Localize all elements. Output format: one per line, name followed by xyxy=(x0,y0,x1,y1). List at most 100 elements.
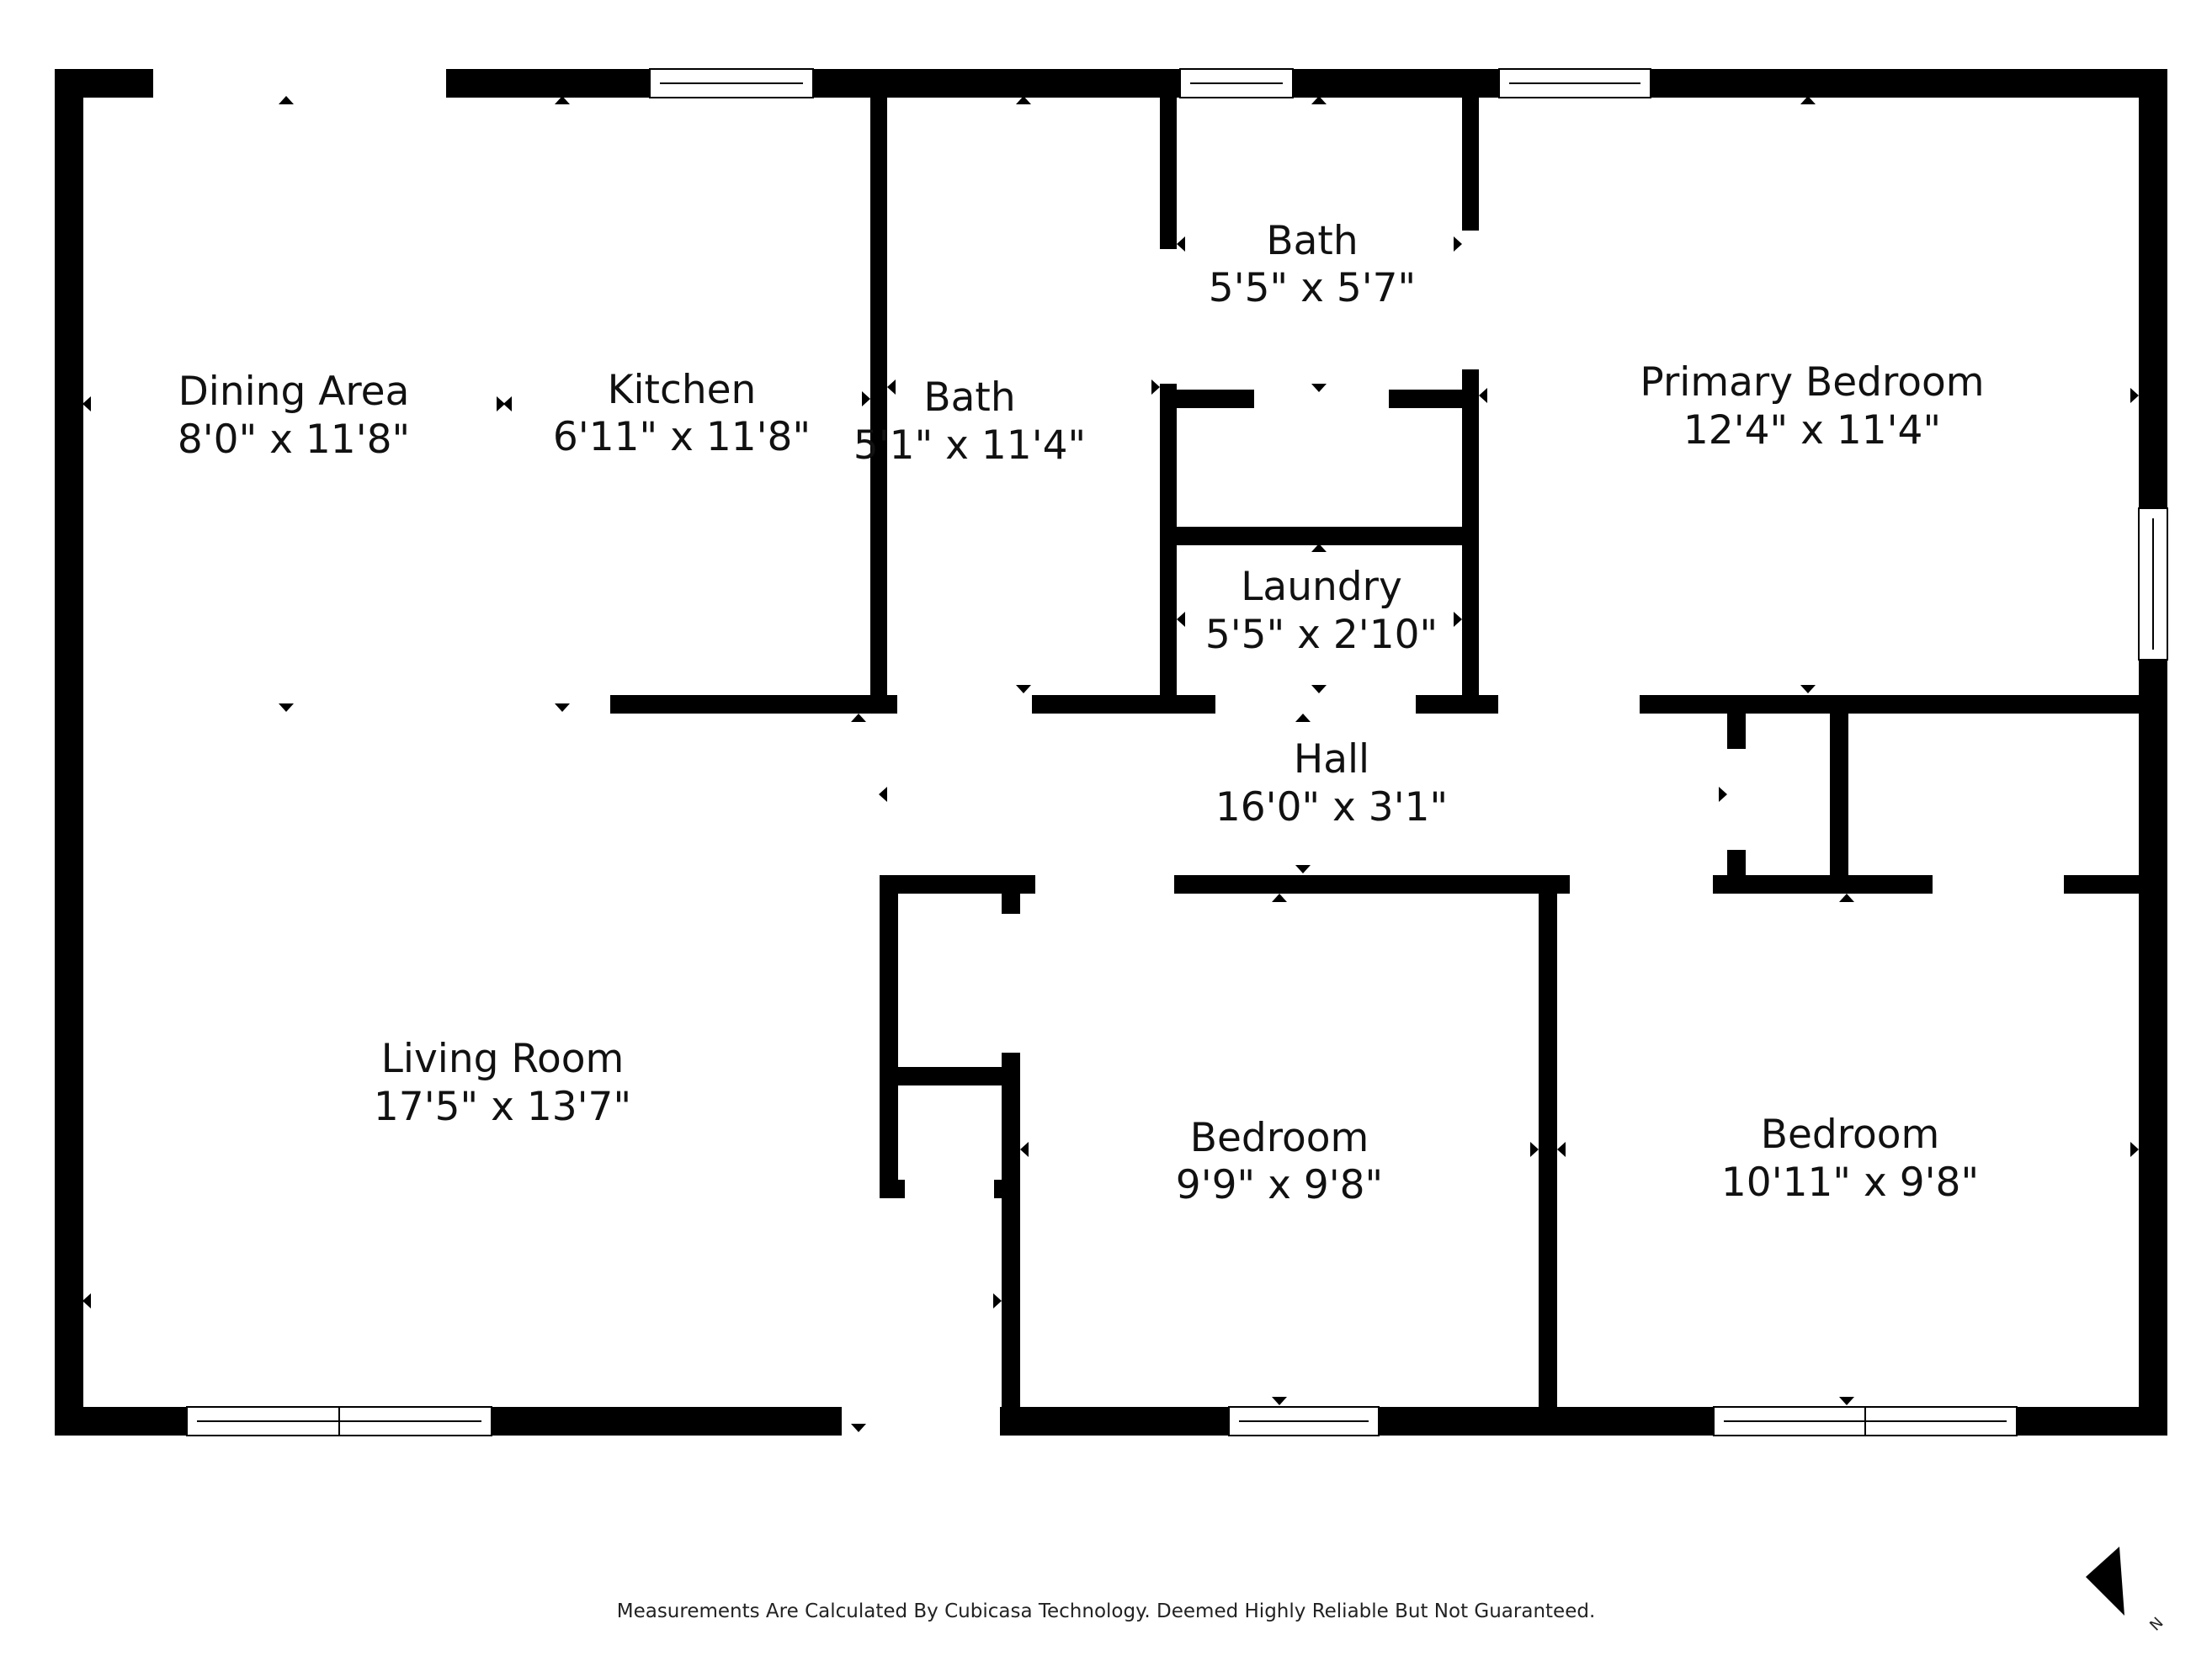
bath2-door-right xyxy=(1460,231,1481,369)
marker-kitchen-right xyxy=(862,391,870,406)
marker-dining-top xyxy=(279,96,294,104)
marker-bath2-bottom xyxy=(1311,384,1327,392)
room-dims-living-room: 17'5" x 13'7" xyxy=(374,1084,631,1130)
marker-primary-right xyxy=(2130,388,2139,403)
room-name-hall: Hall xyxy=(1294,736,1369,783)
wall-bedroom-bedroom xyxy=(1539,875,1557,1414)
marker-laundry-bottom xyxy=(1311,685,1327,693)
marker-living-top xyxy=(851,714,866,722)
interior-openings xyxy=(83,231,2064,1200)
measurement-disclaimer: Measurements Are Calculated By Cubicasa … xyxy=(616,1600,1596,1622)
marker-dining-right xyxy=(497,396,505,411)
room-dims-primary-bedroom: 12'4" x 11'4" xyxy=(1683,407,1941,454)
marker-bed2-bottom xyxy=(1839,1397,1854,1405)
marker-hall-bottom xyxy=(1295,865,1311,873)
outer-openings xyxy=(153,67,1000,1437)
marker-living-bottom xyxy=(851,1424,866,1432)
marker-bath1-right xyxy=(1151,380,1160,395)
marker-bed2-top xyxy=(1839,894,1854,902)
marker-bed1-left xyxy=(1020,1142,1029,1157)
wall-laundry-top xyxy=(1160,527,1479,545)
windows xyxy=(186,68,2168,1436)
marker-bath1-top xyxy=(1016,96,1031,104)
marker-laundry-left xyxy=(1177,612,1185,627)
marker-dining-left xyxy=(82,396,91,411)
room-labels: Dining Area 8'0" x 11'8" Kitchen 6'11" x… xyxy=(178,218,1985,1208)
outer-wall-left xyxy=(55,69,83,1436)
marker-kitchen-bottom xyxy=(555,703,570,712)
room-dims-bath-1: 5'1" x 11'4" xyxy=(853,422,1086,469)
marker-kitchen-left xyxy=(503,396,512,411)
kitchen-living-opening xyxy=(83,690,610,719)
laundry-door xyxy=(1215,690,1416,719)
room-dims-kitchen: 6'11" x 11'8" xyxy=(553,414,811,460)
marker-hall-right xyxy=(1719,787,1727,802)
marker-bed2-right xyxy=(2130,1142,2139,1157)
marker-hall-top xyxy=(1295,714,1311,722)
room-dims-dining: 8'0" x 11'8" xyxy=(178,417,410,463)
room-name-bedroom-2: Bedroom xyxy=(1761,1112,1940,1158)
marker-laundry-top xyxy=(1311,544,1327,552)
room-name-kitchen: Kitchen xyxy=(608,367,757,413)
marker-bed1-top xyxy=(1272,894,1287,902)
marker-bath1-left xyxy=(887,380,896,395)
marker-dining-bottom xyxy=(279,703,294,712)
marker-bath2-left xyxy=(1177,236,1185,252)
room-name-bath-1: Bath xyxy=(923,374,1015,421)
marker-primary-left xyxy=(1479,388,1487,403)
dining-top-opening xyxy=(153,67,446,99)
marker-primary-top xyxy=(1800,96,1816,104)
marker-bath1-bottom xyxy=(1016,685,1031,693)
wall-kitchen-bath xyxy=(870,84,887,707)
hall-closet-door xyxy=(1725,749,1747,850)
window-bedroom2 xyxy=(1713,1406,2018,1436)
room-dims-hall: 16'0" x 3'1" xyxy=(1215,784,1448,831)
window-kitchen xyxy=(649,68,814,98)
bedroom2-door xyxy=(1570,872,1713,897)
marker-laundry-right xyxy=(1454,612,1462,627)
closet-upper-door xyxy=(1000,914,1022,1053)
room-name-bath-2: Bath xyxy=(1266,218,1358,264)
outer-wall-right xyxy=(2139,69,2167,1436)
room-name-living-room: Living Room xyxy=(381,1036,625,1082)
dimension-markers xyxy=(82,96,2139,1432)
room-dims-bedroom-2: 10'11" x 9'8" xyxy=(1721,1160,1979,1206)
room-name-dining: Dining Area xyxy=(178,369,410,415)
marker-bed1-bottom xyxy=(1272,1397,1287,1405)
marker-bed1-right xyxy=(1530,1142,1539,1157)
closet-lower-opening xyxy=(905,1178,994,1200)
north-arrow-icon xyxy=(2086,1547,2124,1616)
room-dims-bath-2: 5'5" x 5'7" xyxy=(1209,265,1416,311)
wall-hall-closet-mid xyxy=(1830,707,1848,894)
window-bedroom1 xyxy=(1228,1406,1380,1436)
marker-bath2-right xyxy=(1454,236,1462,252)
primary-door xyxy=(1498,690,1640,719)
window-bath2 xyxy=(1179,68,1294,98)
room-dims-laundry: 5'5" x 2'10" xyxy=(1205,612,1438,658)
window-primary-right xyxy=(2138,507,2168,661)
wall-closet-divider xyxy=(880,1067,1020,1085)
marker-hall-left xyxy=(879,787,887,802)
wall-closet-left xyxy=(880,875,898,1198)
marker-living-right xyxy=(993,1293,1002,1308)
window-primary-top xyxy=(1498,68,1651,98)
marker-living-left xyxy=(82,1293,91,1308)
window-living xyxy=(186,1406,492,1436)
room-dims-bedroom-1: 9'9" x 9'8" xyxy=(1176,1162,1383,1208)
marker-primary-bottom xyxy=(1800,685,1816,693)
bedroom1-door xyxy=(1035,872,1174,897)
room-name-primary-bedroom: Primary Bedroom xyxy=(1640,359,1984,406)
entry-opening xyxy=(842,1405,1000,1437)
marker-bed2-left xyxy=(1557,1142,1566,1157)
outer-walls xyxy=(55,69,2167,1436)
wall-hall-bottom xyxy=(880,875,2139,894)
marker-kitchen-top xyxy=(555,96,570,104)
bath2-door xyxy=(1158,249,1178,384)
room-name-bedroom-1: Bedroom xyxy=(1190,1115,1369,1161)
marker-bath2-top xyxy=(1311,96,1327,104)
hall-closet2-opening xyxy=(1933,872,2064,897)
room-name-laundry: Laundry xyxy=(1241,564,1402,610)
bath1-door xyxy=(897,690,1032,719)
bath2-closet-opening xyxy=(1254,388,1389,410)
